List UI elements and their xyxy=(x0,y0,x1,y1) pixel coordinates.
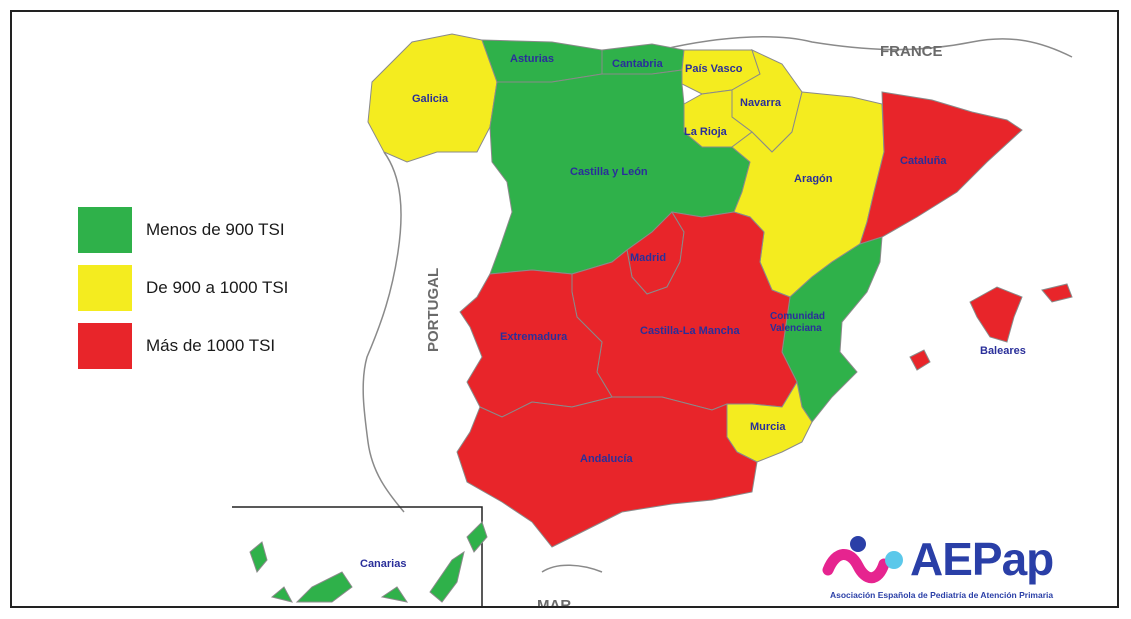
region-andalucia xyxy=(456,396,758,548)
legend-item: Menos de 900 TSI xyxy=(78,207,288,253)
legend: Menos de 900 TSI De 900 a 1000 TSI Más d… xyxy=(78,207,288,381)
france-outline xyxy=(651,36,1073,58)
label-extremadura: Extremadura xyxy=(500,331,568,343)
portugal-outline xyxy=(362,151,405,513)
map-frame: FRANCE PORTUGAL MAR Asturias Cantabria P… xyxy=(10,10,1119,608)
label-navarra: Navarra xyxy=(740,97,782,109)
label-cantabria: Cantabria xyxy=(612,58,664,70)
label-asturias: Asturias xyxy=(510,53,554,65)
region-canarias-1 xyxy=(249,541,268,573)
morocco-outline xyxy=(541,564,603,573)
label-canarias: Canarias xyxy=(360,558,406,570)
region-galicia xyxy=(367,33,498,163)
label-cataluna: Cataluña xyxy=(900,155,947,167)
legend-label: De 900 a 1000 TSI xyxy=(146,278,289,297)
label-comunidad-valenciana-1: Comunidad xyxy=(770,311,825,322)
label-la-rioja: La Rioja xyxy=(684,126,728,138)
region-comunidad-valenciana xyxy=(781,236,883,423)
legend-item: De 900 a 1000 TSI xyxy=(78,265,288,311)
region-canarias-4 xyxy=(380,586,409,603)
legend-label: Menos de 900 TSI xyxy=(146,220,285,239)
legend-swatch-green xyxy=(78,207,132,253)
region-baleares-menorca xyxy=(1041,283,1073,303)
label-mar: MAR xyxy=(537,597,571,608)
legend-swatch-yellow xyxy=(78,265,132,311)
region-canarias-2 xyxy=(295,571,353,603)
label-comunidad-valenciana-2: Valenciana xyxy=(770,323,822,334)
label-pais-vasco: País Vasco xyxy=(685,63,743,75)
aepap-logo-subtitle: Asociación Española de Pediatría de Aten… xyxy=(830,590,1054,600)
aepap-logo: AEPap Asociación Española de Pediatría d… xyxy=(822,530,1107,606)
label-portugal: PORTUGAL xyxy=(425,268,442,352)
label-france: FRANCE xyxy=(880,43,943,60)
label-madrid: Madrid xyxy=(630,252,666,264)
legend-swatch-red xyxy=(78,323,132,369)
region-canarias-5 xyxy=(429,550,465,603)
label-murcia: Murcia xyxy=(750,421,786,433)
region-baleares-ibiza xyxy=(909,349,931,371)
label-aragon: Aragón xyxy=(794,173,833,185)
canarias-inset-border xyxy=(232,506,483,606)
region-canarias-6 xyxy=(466,521,488,553)
label-galicia: Galicia xyxy=(412,93,449,105)
label-castilla-y-leon: Castilla y León xyxy=(570,166,648,178)
aepap-logo-icon xyxy=(822,536,903,584)
spain-map: FRANCE PORTUGAL MAR Asturias Cantabria P… xyxy=(232,33,1073,608)
region-cataluna xyxy=(859,91,1023,245)
region-baleares-mallorca xyxy=(969,286,1023,343)
label-castilla-la-mancha: Castilla-La Mancha xyxy=(640,325,741,337)
region-canarias-3 xyxy=(270,586,293,603)
label-andalucia: Andalucía xyxy=(580,453,633,465)
legend-item: Más de 1000 TSI xyxy=(78,323,288,369)
label-baleares: Baleares xyxy=(980,345,1026,357)
aepap-logo-name: AEPap xyxy=(910,533,1054,585)
legend-label: Más de 1000 TSI xyxy=(146,336,276,355)
